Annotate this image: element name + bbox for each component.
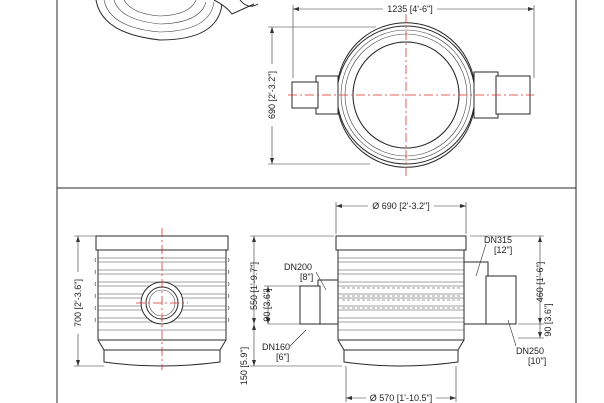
section-right-pipe <box>485 275 517 325</box>
dn200-label: DN200 <box>284 262 312 272</box>
inlet-height-label: 550 [1'-9.7"] <box>249 262 259 310</box>
top-height-label: 690 [2'-3.2"] <box>267 71 277 119</box>
section-left-pipe <box>299 285 321 325</box>
dn160-inch-label: [6"] <box>276 352 289 362</box>
total-height-label: 700 [2'-3.6"] <box>73 279 83 327</box>
dn315-label: DN315 <box>484 235 512 245</box>
plan-view <box>266 3 535 176</box>
top-diameter-label: Ø 690 [2'-3.2"] <box>372 201 429 211</box>
top-width-label: 1235 [4'-6"] <box>387 4 432 14</box>
section-left-sleeve <box>317 279 339 325</box>
front-elevation <box>71 228 230 370</box>
dn160-label: DN160 <box>262 342 290 352</box>
right-height-label: 460 [1'-6"] <box>535 262 545 302</box>
inlet-lower-label: 90 [3.6"] <box>262 288 272 321</box>
dn200-leader <box>315 271 327 291</box>
base-height-label: 150 [5.9"] <box>239 347 249 385</box>
dn250-leader <box>507 319 517 347</box>
dn200-inch-label: [8"] <box>300 272 313 282</box>
isometric-view-partial <box>95 0 259 41</box>
section-view <box>250 200 544 403</box>
dn250-inch-label: [10"] <box>528 356 546 366</box>
dn160-leader <box>289 329 307 347</box>
right-lower-label: 90 [3.6"] <box>543 303 553 336</box>
bottom-diameter-label: Ø 570 [1'-10.5"] <box>370 393 432 403</box>
dn315-inch-label: [12"] <box>494 245 512 255</box>
dn250-label: DN250 <box>516 346 544 356</box>
section-right-sleeve <box>463 261 489 325</box>
dn315-leader <box>475 243 487 277</box>
